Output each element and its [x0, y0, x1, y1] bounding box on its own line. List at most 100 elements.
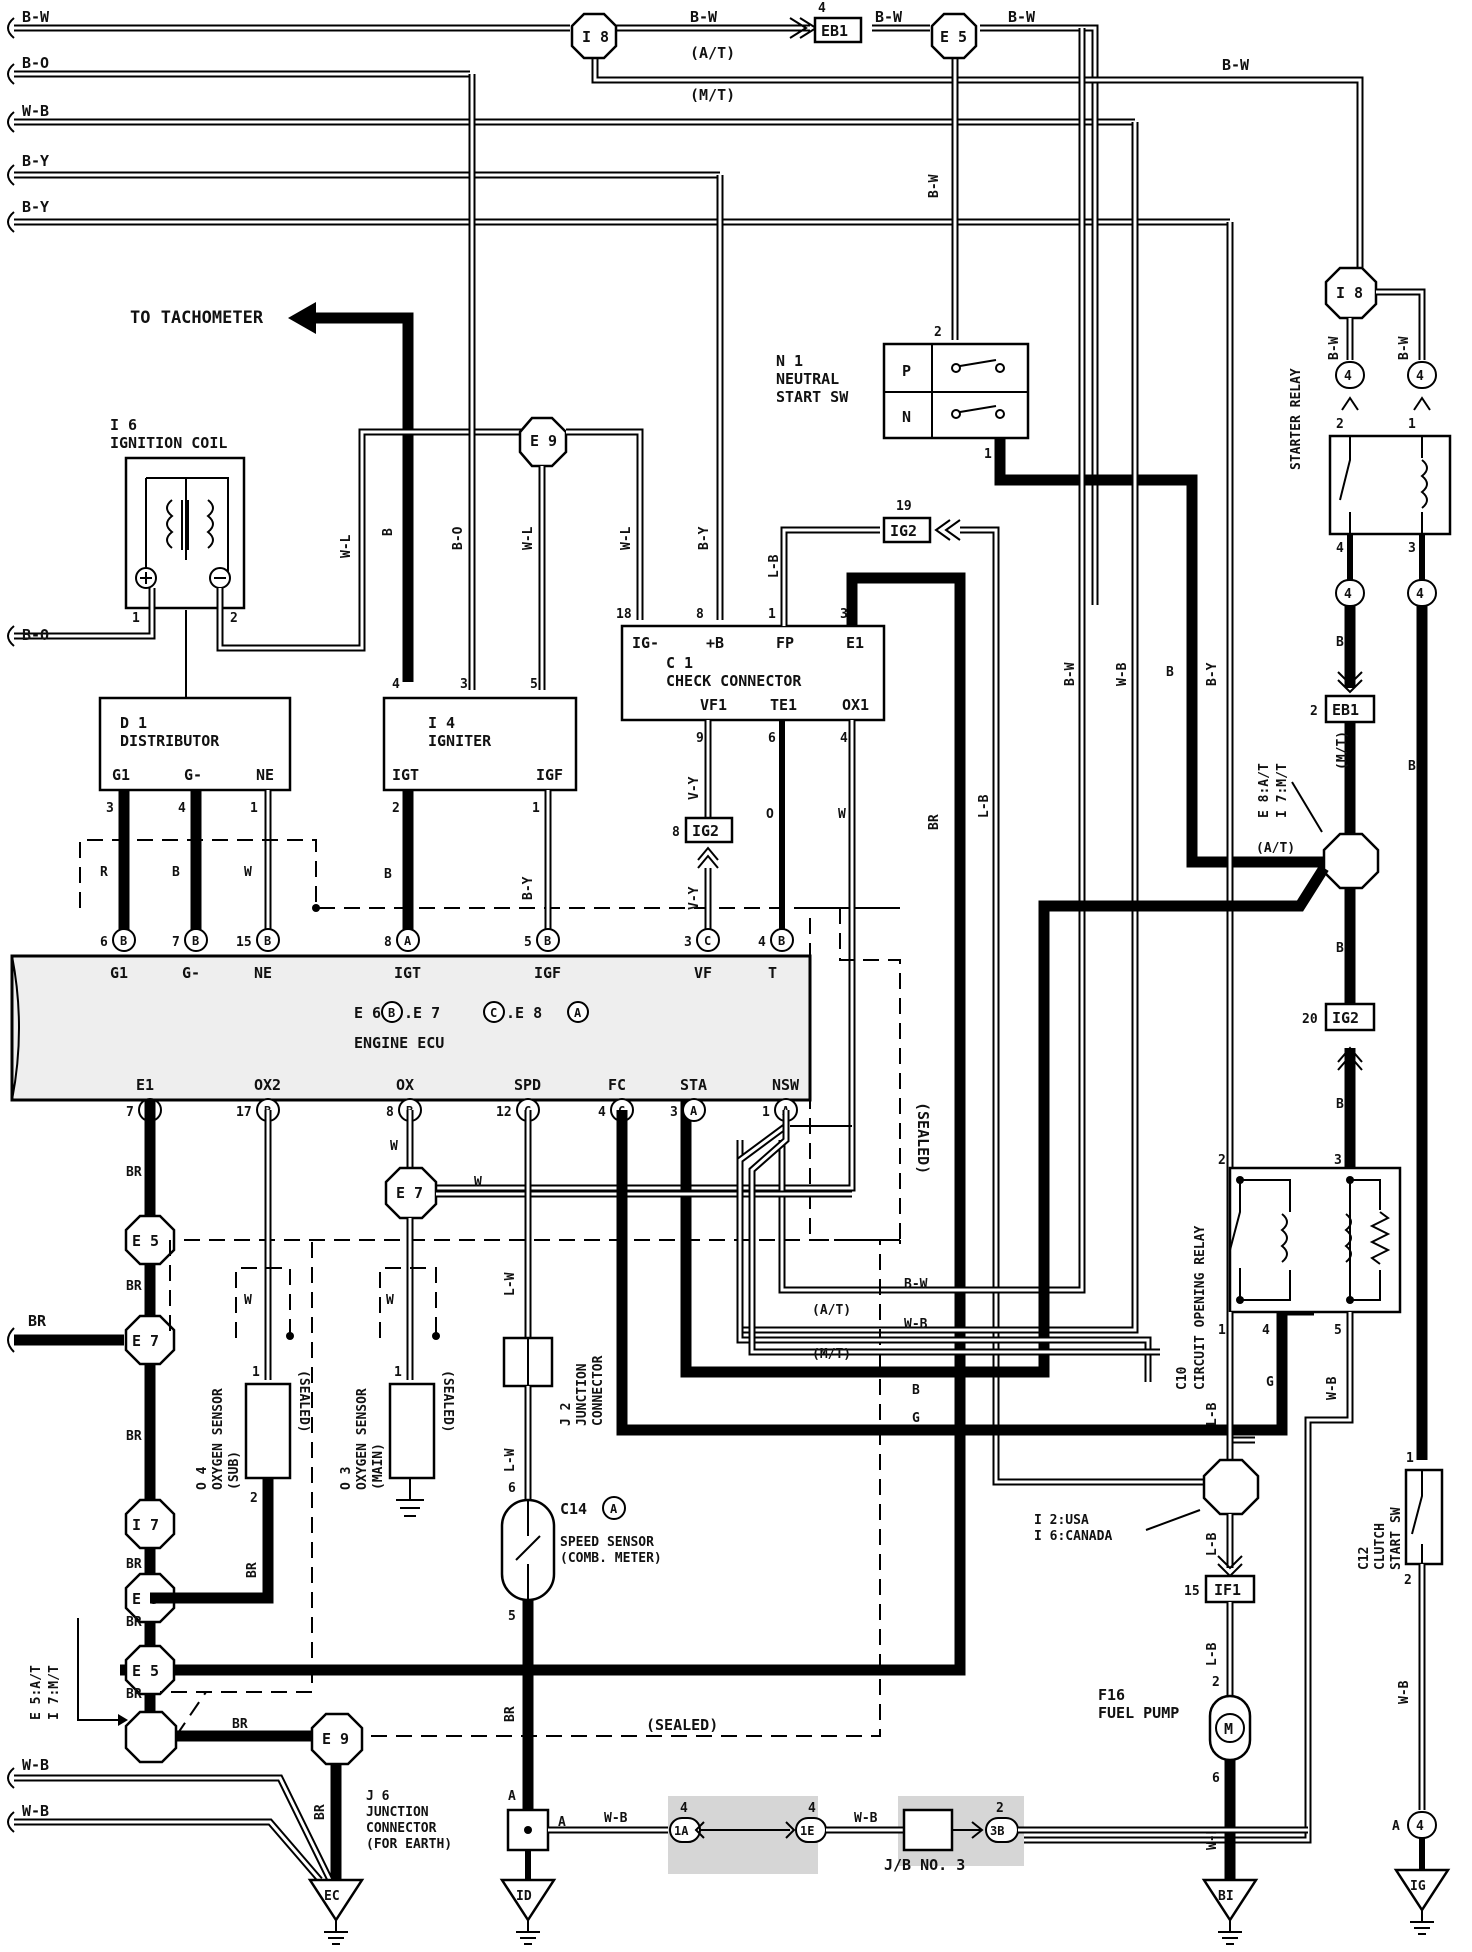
fp-pin6: 6 — [1212, 1771, 1220, 1786]
distributor-id: D 1 — [120, 714, 147, 732]
ecu-bot-pin-number: 8 — [386, 1105, 394, 1120]
route-g: G — [912, 1411, 920, 1426]
route-wb: W-B — [904, 1317, 928, 1332]
starter-relay-name: STARTER RELAY — [1289, 368, 1304, 470]
left-chain-connector — [124, 1214, 176, 1266]
igniter-name: IGNITER — [428, 732, 492, 750]
note-pointer — [1291, 781, 1323, 833]
plus-sign-icon — [140, 572, 152, 584]
wire-wl-1: W-L — [339, 534, 354, 558]
dist-term-ne: NE — [256, 766, 274, 784]
shield-left — [160, 1240, 313, 1693]
earth-icon — [1410, 1910, 1434, 1935]
nss-p: P — [902, 362, 911, 380]
cc-pin6: 6 — [768, 731, 776, 746]
wire-w-ox: W — [390, 1139, 398, 1154]
jb-1a-pin: 4 — [680, 1801, 688, 1816]
cor-name: CIRCUIT OPENING RELAY — [1193, 1225, 1208, 1390]
ecu-top-terminal: IGT — [394, 964, 421, 982]
connector-i8-right — [1324, 266, 1378, 320]
connector-e5-i7-bottom — [124, 1710, 178, 1764]
j2-wire-lw2: L-W — [503, 1448, 518, 1472]
ecu-title-e7: .E 7 — [404, 1004, 440, 1022]
wire-bw-2: B-W — [875, 8, 903, 26]
e9-bottom-label: E 9 — [322, 1730, 349, 1748]
wire-by-long: B-Y — [1205, 662, 1220, 686]
wire-by-1: B-Y — [697, 526, 712, 550]
cor-switch — [1229, 1179, 1291, 1301]
ecu-title-c: C — [490, 1006, 497, 1020]
coil-pin2: 2 — [230, 611, 238, 626]
igniter-id: I 4 — [428, 714, 455, 732]
ecu-title-e6: E 6 — [354, 1004, 381, 1022]
csw-name1: CLUTCH — [1373, 1523, 1388, 1570]
sealed-bottom: (SEALED) — [646, 1716, 718, 1734]
nss-contact1 — [951, 363, 961, 373]
ox-sub-sealed: (SEALED) — [296, 1370, 311, 1433]
sr-conn-3: 4 — [1344, 587, 1352, 602]
csw-conn-letter: A — [1392, 1819, 1400, 1834]
earth-icon — [516, 1920, 540, 1945]
ecu-bot-terminal: OX2 — [254, 1076, 281, 1094]
cc-pin3: 3 — [840, 607, 848, 622]
ecu-top-pin-circle — [536, 928, 560, 952]
nss-grid — [884, 344, 1028, 438]
j6-name3: (FOR EARTH) — [366, 1837, 452, 1852]
sr-conn-1: 4 — [1344, 369, 1352, 384]
cc-term-b: +B — [706, 634, 724, 652]
ss-name1: SPEED SENSOR — [560, 1535, 654, 1550]
check-connector-box — [620, 624, 886, 722]
sr-arrows — [1341, 396, 1431, 411]
wire-bw-top: B-W — [690, 8, 718, 26]
nss-id: N 1 — [776, 352, 803, 370]
cor-pin3: 3 — [1334, 1153, 1342, 1168]
note-arrow-left — [118, 1714, 128, 1726]
ground-label: IG — [1410, 1879, 1426, 1894]
jb-1a: 1A — [674, 1824, 689, 1838]
ecu-top-pin-letter: B — [778, 934, 785, 948]
connector-i8-top — [570, 12, 618, 60]
cc-pin8: 8 — [696, 607, 704, 622]
if1-label: IF1 — [1214, 1581, 1241, 1599]
e8-note: E 8:A/T — [1257, 763, 1272, 818]
cc-term-ox1: OX1 — [842, 696, 869, 714]
wire-at-top: (A/T) — [690, 44, 735, 62]
shield-ox-dot2 — [432, 1332, 440, 1340]
bottom-wire-wb1: W-B — [22, 1756, 49, 1774]
cc-term-vf1: VF1 — [700, 696, 727, 714]
cc-pin18: 18 — [616, 607, 632, 622]
ig2-right-label: IG2 — [1332, 1009, 1359, 1027]
ox-sub-name1: OXYGEN SENSOR — [211, 1388, 226, 1490]
ig2-mid-arrow — [697, 846, 719, 869]
igniter-box — [382, 696, 578, 792]
ig2-right-pin: 20 — [1302, 1012, 1318, 1027]
ss-pin6: 6 — [508, 1481, 516, 1496]
nss-n: N — [902, 408, 911, 426]
cor-pin2: 2 — [1218, 1153, 1226, 1168]
connector-ig2-right — [1324, 1002, 1376, 1032]
fp-motor-icon — [1215, 1713, 1245, 1743]
connector-ig2-top — [882, 516, 932, 544]
ss-name2: (COMB. METER) — [560, 1551, 662, 1566]
route-mt: (M/T) — [812, 1347, 851, 1362]
ecu-bot-pin-number: 1 — [762, 1105, 770, 1120]
csw-wire-wb: W-B — [1397, 1680, 1412, 1704]
e9-top-label: E 9 — [530, 432, 557, 450]
ox-main-sealed: (SEALED) — [440, 1370, 455, 1433]
ecu-bot-terminal: SPD — [514, 1076, 541, 1094]
coil-windings — [166, 499, 214, 549]
jb-link — [694, 1821, 796, 1839]
i6-note: I 6:CANADA — [1034, 1529, 1112, 1544]
ecu-bot-terminal: E1 — [136, 1076, 154, 1094]
j6-name1: JUNCTION — [366, 1805, 429, 1820]
wire-nss-b — [994, 438, 1336, 868]
mt-right: (M/T) — [1335, 731, 1350, 770]
ig2-top-pin: 19 — [896, 499, 912, 514]
cor-dot1 — [1236, 1176, 1244, 1184]
ecu-bot-pin-number: 4 — [598, 1105, 606, 1120]
left-chain-label: E 5 — [132, 1232, 159, 1250]
connector-if1 — [1204, 1574, 1256, 1604]
dist-pin4: 4 — [178, 801, 186, 816]
wire-b-long: B — [1166, 665, 1174, 680]
